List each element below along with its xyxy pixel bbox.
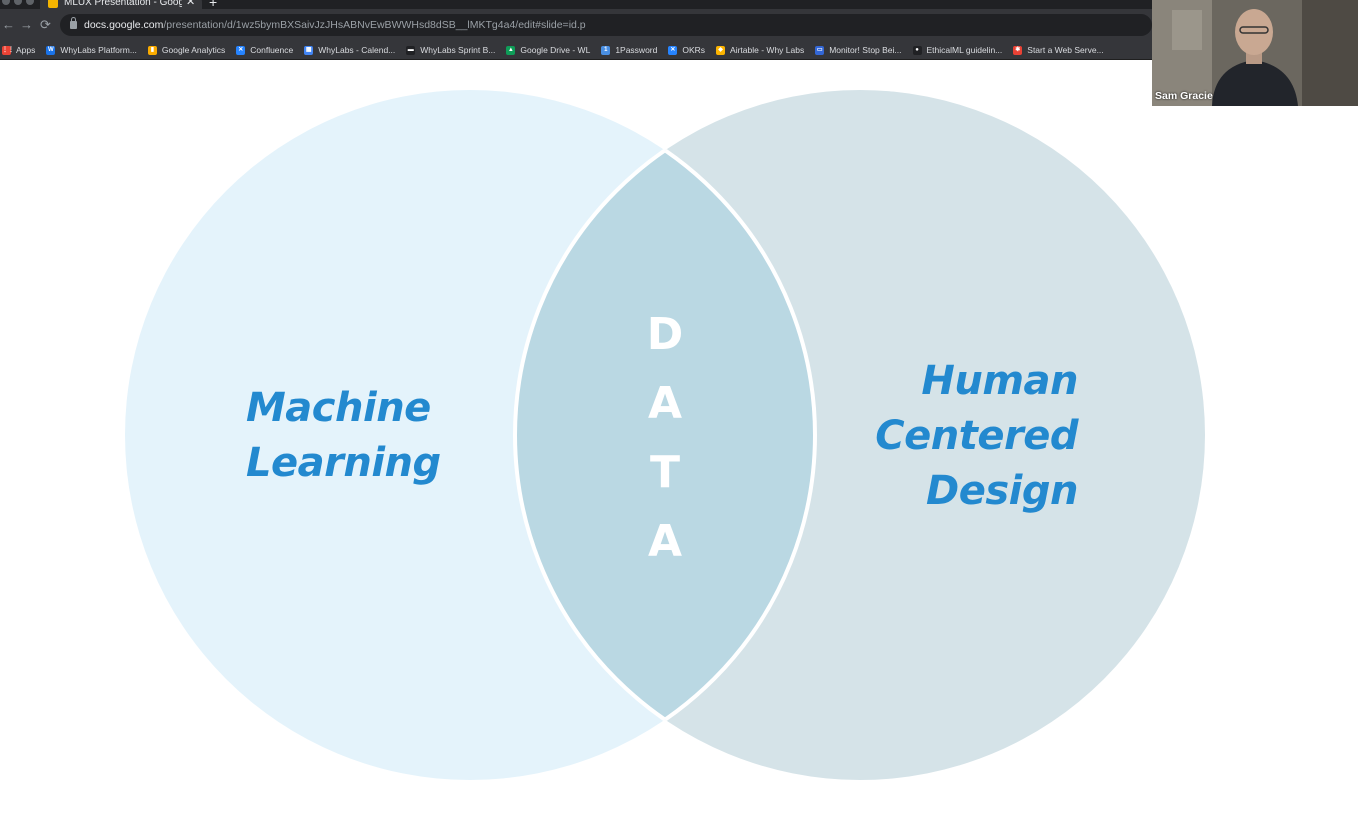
github-icon: ● [912, 45, 922, 55]
okrs-icon: ✕ [668, 45, 678, 55]
tab-title: MLUX Presentation - Google S [64, 0, 182, 8]
web-server-icon: ✱ [1013, 45, 1023, 55]
bookmark-label: WhyLabs - Calend... [318, 45, 396, 55]
bookmark-item[interactable]: ✱ Start a Web Serve... [1013, 45, 1104, 55]
bookmark-label: Google Drive - WL [520, 45, 591, 55]
url-text: docs.google.com/presentation/d/1wz5bymBX… [84, 19, 586, 31]
venn-overlap-border-right [513, 90, 815, 780]
data-letter-a: A [647, 378, 683, 429]
window-minimize-dot[interactable] [14, 0, 22, 5]
bookmarks-bar: ⋮⋮Apps W WhyLabs Platform... ▮ Google Analyt… [0, 41, 1358, 60]
bookmark-item[interactable]: W WhyLabs Platform... [46, 45, 137, 55]
browser-toolbar: ← → ⟳ docs.google.com/presentation/d/1wz… [0, 9, 1358, 41]
video-call-tile[interactable]: Sam Gracie [1152, 0, 1358, 106]
monitor-icon: ▭ [815, 45, 825, 55]
sprint-board-icon: ▬ [406, 45, 416, 55]
data-letter-t: T [649, 447, 680, 498]
venn-overlap-data [515, 90, 815, 780]
google-drive-icon: ▲ [506, 45, 516, 55]
window-close-dot[interactable] [2, 0, 10, 5]
airtable-icon: ◆ [716, 45, 726, 55]
google-slides-icon [48, 0, 58, 8]
human-centered-design-label-line-3: Design [926, 468, 1078, 514]
presentation-slide: Machine Learning Human Centered Design D… [0, 60, 1358, 815]
browser-tab-strip: MLUX Presentation - Google S ✕ + [0, 0, 1358, 9]
human-centered-design-label-line-1: Human [921, 358, 1078, 404]
bookmark-label: Google Analytics [161, 45, 226, 55]
onepassword-icon: 1 [601, 45, 611, 55]
new-tab-button[interactable]: + [209, 0, 218, 9]
bookmark-label: OKRs [682, 45, 706, 55]
bookmark-item[interactable]: 1 1Password [601, 45, 657, 55]
back-icon[interactable]: ← [2, 17, 15, 32]
tab-close-icon[interactable]: ✕ [186, 0, 196, 8]
data-letter-d: D [646, 309, 684, 360]
data-letter-a-2: A [647, 516, 683, 567]
participant-video-feed [1152, 0, 1358, 106]
bookmark-label: WhyLabs Platform... [60, 45, 137, 55]
bookmark-label: Monitor! Stop Bei... [829, 45, 902, 55]
bookmark-item[interactable]: ◆ Airtable - Why Labs [716, 45, 804, 55]
venn-diagram [125, 90, 1205, 780]
data-label: D A T A [636, 300, 694, 576]
bookmark-label: 1Password [615, 45, 658, 55]
address-bar[interactable]: docs.google.com/presentation/d/1wz5bymBX… [60, 14, 1152, 36]
bookmark-label: EthicalML guidelin... [926, 45, 1003, 55]
browser-tab-active[interactable]: MLUX Presentation - Google S ✕ [40, 0, 202, 9]
apps-grid-icon: ⋮⋮ [2, 45, 14, 55]
url-path: /presentation/d/1wz5bymBXSaivJzJHsABNvEw… [163, 19, 586, 31]
calendar-icon: ▦ [304, 45, 314, 55]
bookmark-label: Airtable - Why Labs [730, 45, 805, 55]
bookmark-item[interactable]: ● EthicalML guidelin... [912, 45, 1003, 55]
bookmark-item[interactable]: ▭ Monitor! Stop Bei... [815, 45, 902, 55]
url-host: docs.google.com [84, 19, 164, 31]
bookmark-item[interactable]: ▮ Google Analytics [147, 45, 226, 55]
bookmark-item[interactable]: ▬ WhyLabs Sprint B... [406, 45, 495, 55]
bookmark-item[interactable]: ▦ WhyLabs - Calend... [304, 45, 395, 55]
bookmark-label: Confluence [250, 45, 294, 55]
bookmark-item[interactable]: ✕ OKRs [668, 45, 705, 55]
lock-icon[interactable] [70, 17, 77, 29]
bookmark-label: Apps [16, 45, 36, 55]
bookmark-item[interactable]: ▲ Google Drive - WL [506, 45, 590, 55]
participant-name: Sam Gracie [1155, 90, 1213, 102]
forward-icon[interactable]: → [20, 17, 33, 32]
analytics-icon: ▮ [147, 45, 157, 55]
machine-learning-label: Machine Learning [246, 381, 441, 491]
bookmark-item[interactable]: ⋮⋮Apps [2, 45, 35, 55]
bookmark-item[interactable]: ✕ Confluence [236, 45, 293, 55]
bookmark-label: WhyLabs Sprint B... [420, 45, 496, 55]
human-centered-design-label: Human Centered Design [875, 354, 1078, 519]
machine-learning-label-line-2: Learning [246, 440, 441, 486]
reload-icon[interactable]: ⟳ [40, 17, 51, 32]
whylabs-icon: W [46, 45, 56, 55]
confluence-icon: ✕ [236, 45, 246, 55]
machine-learning-label-line-1: Machine [246, 385, 431, 431]
bookmark-label: Start a Web Serve... [1027, 45, 1104, 55]
window-zoom-dot[interactable] [26, 0, 34, 5]
venn-overlap-border-left [515, 90, 817, 780]
human-centered-design-label-line-2: Centered [875, 413, 1078, 459]
